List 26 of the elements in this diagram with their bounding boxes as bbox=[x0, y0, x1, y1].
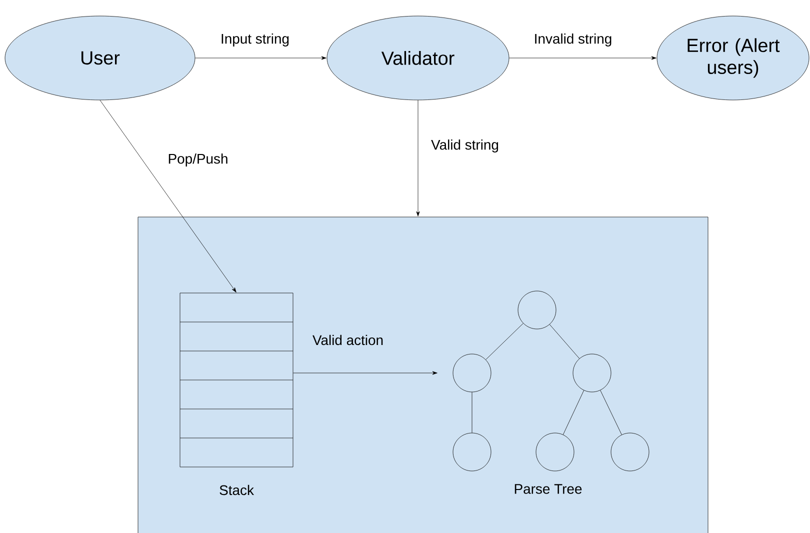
tree-node-circle bbox=[518, 290, 556, 330]
arrow bbox=[100, 100, 236, 292]
tree-node-circle bbox=[572, 354, 612, 392]
arrow bbox=[509, 56, 656, 60]
node-label: Stack bbox=[220, 484, 254, 496]
tree-branch bbox=[562, 390, 584, 435]
ellipse-node: Error (Alert users) bbox=[656, 16, 810, 100]
tree-branch bbox=[600, 390, 622, 435]
stack-drawing bbox=[180, 292, 294, 468]
tree-node-circle bbox=[610, 432, 650, 472]
edge-label: Input string bbox=[220, 32, 290, 48]
arrow bbox=[195, 56, 326, 60]
edge-label: Pop/Push bbox=[166, 152, 230, 168]
arrow bbox=[416, 100, 420, 216]
tree-branch bbox=[486, 323, 524, 360]
edge-label: Invalid string bbox=[532, 32, 614, 48]
edge-label: Valid action bbox=[311, 334, 385, 346]
arrow bbox=[293, 371, 438, 375]
ellipse-node: User bbox=[4, 16, 196, 100]
caption: Parse Tree bbox=[514, 484, 582, 494]
ellipse-node: Validator bbox=[326, 16, 510, 100]
edge-label: Valid string bbox=[430, 138, 500, 154]
tree-node-circle bbox=[536, 432, 574, 472]
tree-node-circle bbox=[452, 354, 492, 392]
tree-branch bbox=[549, 324, 580, 359]
tree-node-circle bbox=[452, 432, 492, 472]
